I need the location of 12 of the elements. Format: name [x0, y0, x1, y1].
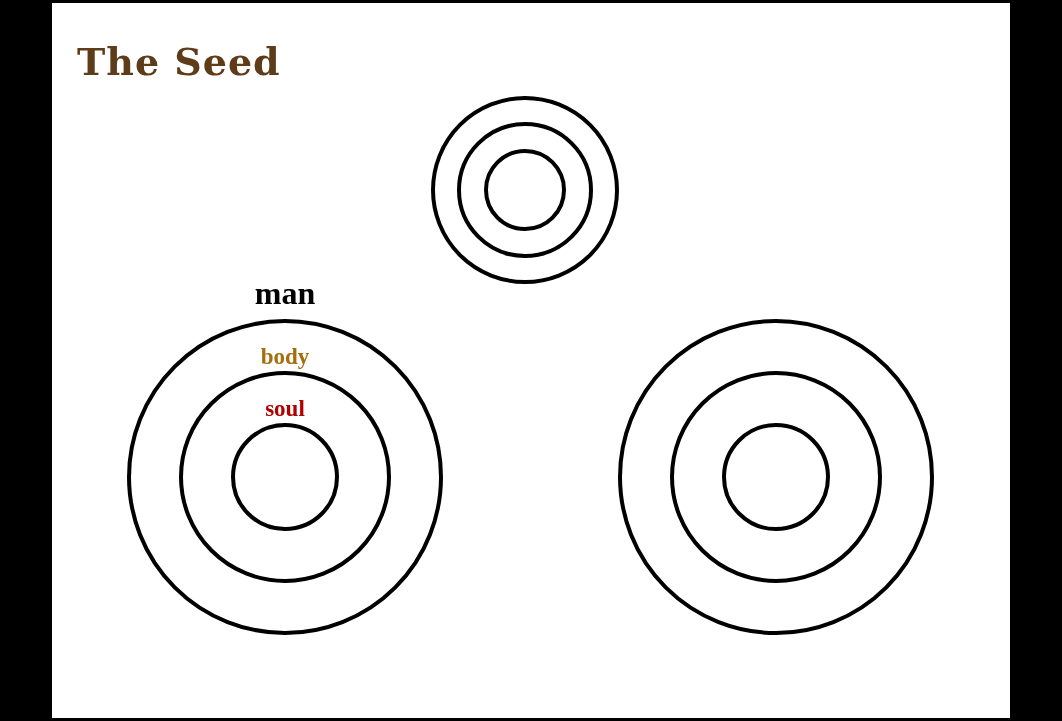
- ring-circle: [722, 423, 830, 531]
- ring-circle: [484, 149, 566, 231]
- circle-heading: man: [254, 277, 316, 309]
- ring-circle: [179, 371, 391, 583]
- ring-circle: [231, 423, 339, 531]
- ring-label: body: [260, 345, 310, 368]
- ring-label: soul: [265, 397, 305, 420]
- ring-circle: [457, 122, 593, 258]
- ring-circle: [431, 96, 619, 284]
- ring-circle: [670, 371, 882, 583]
- title: The Seed: [77, 43, 281, 81]
- ring-circle: [618, 319, 934, 635]
